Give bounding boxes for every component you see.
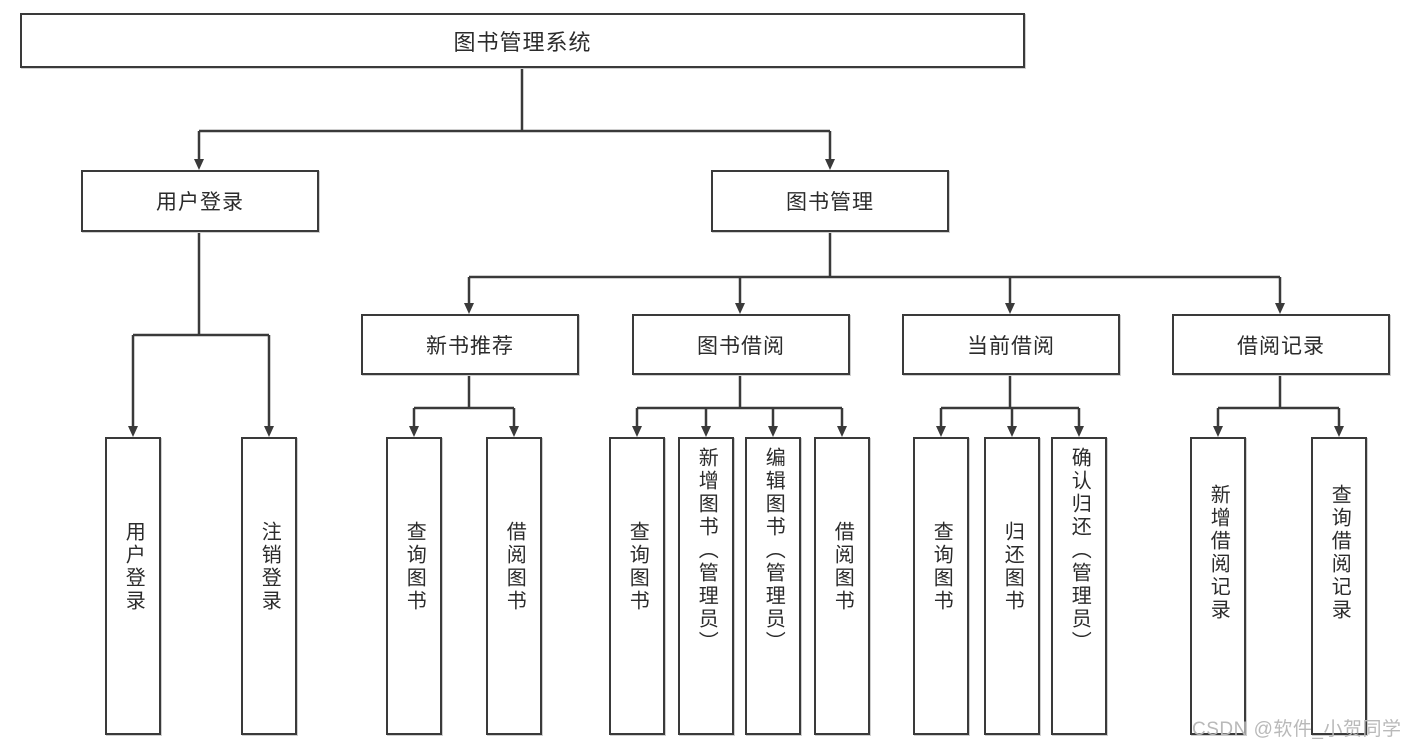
node-book-manage[interactable]: 图书管理 (711, 170, 949, 232)
node-book-borrow-label: 图书借阅 (697, 334, 785, 358)
node-current-borrow-label: 当前借阅 (967, 334, 1055, 358)
node-leaf-query-borrow-record[interactable]: 查询借阅记录 (1311, 437, 1367, 735)
node-leaf-return-book-label: 归还图书 (1001, 521, 1024, 613)
node-leaf-query-borrow-record-label: 查询借阅记录 (1328, 484, 1351, 622)
node-new-book-recommend[interactable]: 新书推荐 (361, 314, 579, 375)
node-current-borrow[interactable]: 当前借阅 (902, 314, 1120, 375)
node-leaf-query-book-2[interactable]: 查询图书 (609, 437, 665, 735)
node-leaf-query-book-2-label: 查询图书 (626, 521, 649, 613)
node-leaf-confirm-return-admin-label: 确认归还（管理员） (1068, 447, 1091, 654)
node-leaf-edit-book-admin-label: 编辑图书（管理员） (762, 447, 785, 654)
node-leaf-borrow-book-2-label: 借阅图书 (831, 521, 854, 613)
node-leaf-logout-login[interactable]: 注销登录 (241, 437, 297, 735)
node-root-label: 图书管理系统 (453, 29, 592, 55)
node-leaf-query-book-1-label: 查询图书 (403, 521, 426, 613)
node-book-borrow[interactable]: 图书借阅 (632, 314, 850, 375)
node-leaf-return-book[interactable]: 归还图书 (984, 437, 1040, 735)
node-leaf-user-login[interactable]: 用户登录 (105, 437, 161, 735)
node-root[interactable]: 图书管理系统 (20, 13, 1025, 68)
node-leaf-query-book-1[interactable]: 查询图书 (386, 437, 442, 735)
node-leaf-borrow-book-1[interactable]: 借阅图书 (486, 437, 542, 735)
node-leaf-borrow-book-2[interactable]: 借阅图书 (814, 437, 870, 735)
node-leaf-query-book-3-label: 查询图书 (930, 521, 953, 613)
node-leaf-borrow-book-1-label: 借阅图书 (503, 521, 526, 613)
node-user-login-label: 用户登录 (156, 191, 244, 214)
node-leaf-user-login-label: 用户登录 (122, 521, 145, 613)
node-leaf-add-book-admin[interactable]: 新增图书（管理员） (678, 437, 734, 735)
node-borrow-record[interactable]: 借阅记录 (1172, 314, 1390, 375)
node-leaf-query-book-3[interactable]: 查询图书 (913, 437, 969, 735)
watermark: CSDN @软件_小贺同学 (1192, 719, 1402, 740)
node-user-login[interactable]: 用户登录 (81, 170, 319, 232)
node-leaf-edit-book-admin[interactable]: 编辑图书（管理员） (745, 437, 801, 735)
node-leaf-confirm-return-admin[interactable]: 确认归还（管理员） (1051, 437, 1107, 735)
node-leaf-add-borrow-record-label: 新增借阅记录 (1207, 484, 1230, 622)
node-book-manage-label: 图书管理 (786, 191, 874, 214)
node-borrow-record-label: 借阅记录 (1237, 334, 1325, 358)
node-leaf-logout-login-label: 注销登录 (258, 521, 281, 613)
node-leaf-add-borrow-record[interactable]: 新增借阅记录 (1190, 437, 1246, 735)
node-new-book-recommend-label: 新书推荐 (426, 334, 514, 358)
node-leaf-add-book-admin-label: 新增图书（管理员） (695, 447, 718, 654)
